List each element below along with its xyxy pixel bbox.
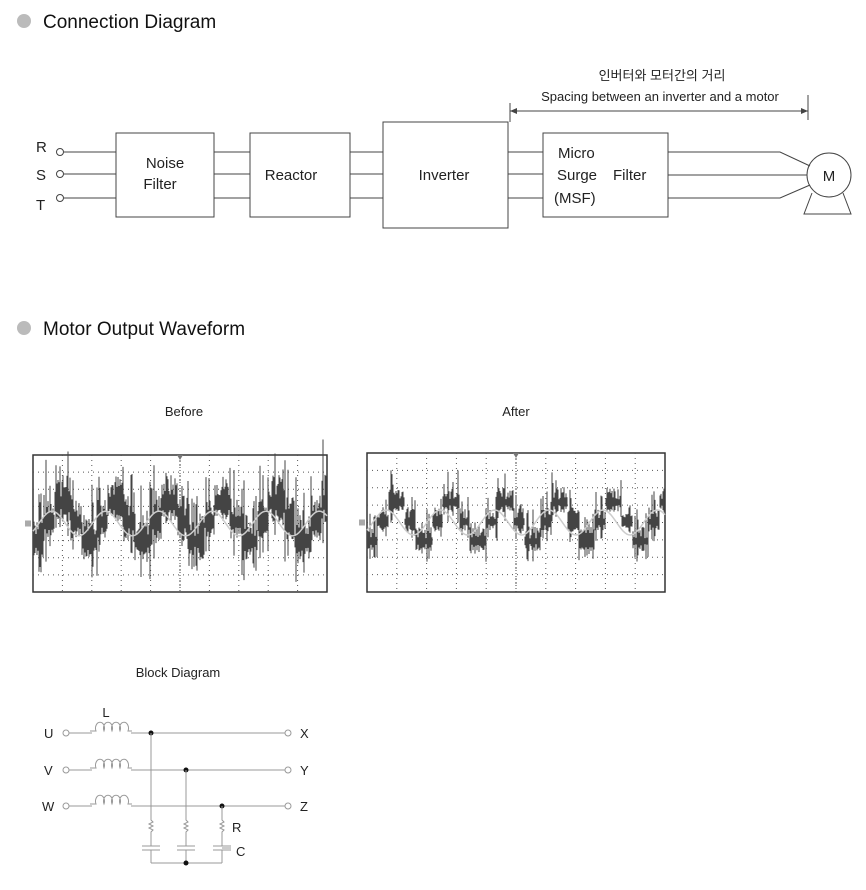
- after-label: After: [502, 404, 530, 419]
- msf-label: Surge: [557, 167, 597, 184]
- msf-block: [542, 132, 669, 218]
- inductor-icon: [90, 721, 132, 733]
- reactor-block: [249, 132, 351, 218]
- inductor-icon: [90, 794, 132, 806]
- bullet-icon: [17, 14, 31, 28]
- section-title-waveform: Motor Output Waveform: [43, 319, 245, 340]
- output-label-x: X: [300, 726, 309, 741]
- input-label-w: W: [42, 799, 55, 814]
- inverter-label: Inverter: [419, 167, 470, 184]
- rc-branch: [142, 733, 160, 863]
- output-terminal: [284, 802, 292, 810]
- motor-icon: M: [803, 152, 852, 215]
- trigger-marker: [513, 453, 519, 458]
- spacing-arrow: [509, 95, 809, 122]
- output-label-y: Y: [300, 763, 309, 778]
- noise-filter-label: Noise: [146, 155, 184, 172]
- wires: [56, 148, 811, 202]
- msf-label: Filter: [613, 167, 646, 184]
- trigger-marker: [177, 455, 183, 460]
- rc-branch: [213, 806, 231, 863]
- before-label: Before: [165, 404, 203, 419]
- input-label-t: T: [36, 197, 45, 214]
- inverter-block: [382, 121, 509, 229]
- resistor-label: R: [232, 820, 241, 835]
- junction-dot: [183, 860, 189, 866]
- input-label-r: R: [36, 139, 47, 156]
- input-terminal: [62, 802, 70, 810]
- block-diagram: L U V W X Y Z R C: [42, 705, 309, 866]
- spacing-korean-label: 인버터와 모터간의 거리: [599, 68, 726, 83]
- noise-filter-label: Filter: [143, 176, 176, 193]
- input-terminal: [62, 729, 70, 737]
- spacing-english-label: Spacing between an inverter and a motor: [541, 89, 779, 104]
- input-terminal: [62, 766, 70, 774]
- input-label-u: U: [44, 726, 53, 741]
- output-trace: [32, 439, 327, 582]
- bullet-icon: [17, 321, 31, 335]
- output-trace: [366, 470, 665, 562]
- output-label-z: Z: [300, 799, 308, 814]
- sine-trace: [32, 510, 328, 537]
- output-terminal: [284, 729, 292, 737]
- waveform-after: [359, 452, 666, 593]
- reactor-label: Reactor: [265, 167, 318, 184]
- input-label-s: S: [36, 167, 46, 184]
- capacitor-label: C: [236, 844, 245, 859]
- ground-marker: [25, 520, 31, 527]
- msf-label: Micro: [558, 145, 595, 162]
- connection-diagram: 인버터와 모터간의 거리 Spacing between an inverter…: [36, 68, 852, 229]
- block-diagram-title: Block Diagram: [136, 665, 221, 680]
- output-terminal: [284, 766, 292, 774]
- input-label-v: V: [44, 763, 53, 778]
- rc-branch: [177, 770, 195, 863]
- inductor-icon: [90, 758, 132, 770]
- noise-filter-block: [115, 132, 215, 218]
- sine-trace: [366, 509, 666, 536]
- motor-label: M: [823, 168, 836, 185]
- section-title-connection: Connection Diagram: [43, 12, 216, 33]
- msf-label: (MSF): [554, 190, 596, 207]
- inductor-label: L: [102, 705, 109, 720]
- ground-marker: [359, 519, 365, 526]
- waveform-before: [25, 439, 328, 593]
